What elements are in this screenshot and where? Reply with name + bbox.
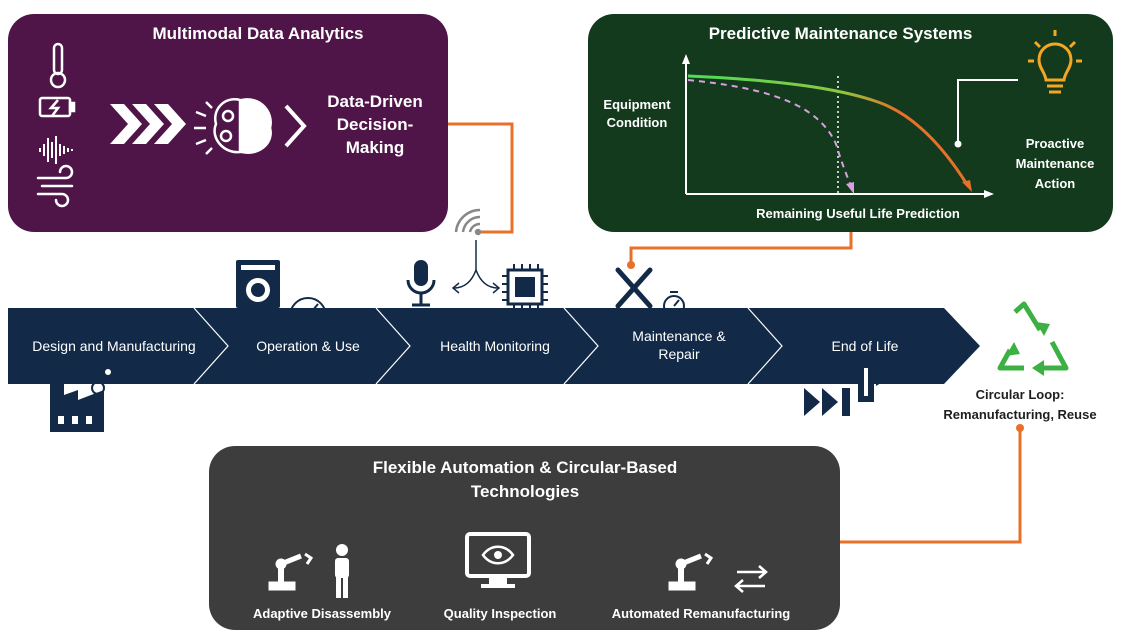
stage-divider-2 [375,307,411,385]
automation-panel [209,446,840,630]
stage-divider-1 [193,307,229,385]
stopwatch-icon [663,291,685,317]
degradation-curve [687,74,970,187]
item-quality-inspection: Quality Inspection [443,606,557,621]
robot-arm-icon-2 [668,552,714,591]
circular-line-1: Circular Loop: [975,387,1065,402]
gears-icon [91,365,115,395]
circular-line-2: Remanufacturing, Reuse [943,407,1097,422]
rul-chart [682,30,1082,198]
circular-loop-label: Circular Loop: Remanufacturing, Reuse [920,385,1120,425]
analytics-title: Multimodal Data Analytics [152,24,364,43]
triple-chevron-icon [110,104,186,144]
swap-arrows-icon [734,565,768,593]
stage-divider-4 [747,307,783,385]
action-line-2: Maintenance [1015,156,1095,171]
fast-forward-icon [804,388,850,416]
automation-title: Flexible Automation & Circular-Based Tec… [372,458,678,501]
decision-label: Data-Driven Decision- Making [300,90,450,159]
decision-line-3: Making [345,138,405,157]
analytics-panel [8,14,448,232]
decision-line-1: Data-Driven [327,92,423,111]
stage-maintenance-repair: Maintenance & Repair [604,327,754,363]
stage-health-monitoring: Health Monitoring [440,338,550,354]
chevron-right-icon [284,104,307,148]
automation-icons [268,532,768,598]
thermometer-icon [49,42,67,89]
brain-gears-icon [194,98,272,155]
decision-line-2: Decision- [336,115,414,134]
early-failure-curve [687,79,853,189]
gauge-icon [289,297,327,317]
stage-maintenance-repair-text: Maintenance & Repair [632,328,726,362]
connector-predictive [629,232,853,265]
monitor-eye-icon [465,532,531,588]
wind-icon [36,164,74,208]
battery-charging-icon [38,96,76,118]
stage-operation-use: Operation & Use [256,338,360,354]
lightbulb-icon [1028,30,1082,94]
item-automated-remanufacturing: Automated Remanufacturing [611,606,791,621]
microchip-icon [502,264,548,310]
stage-end-of-life: End of Life [831,338,899,354]
recycle-icon [997,301,1069,376]
ylabel-line-1: Equipment [603,97,671,112]
predictive-panel [588,14,1113,232]
stage-divider-3 [563,307,599,385]
wrench-screwdriver-icon [615,267,653,309]
proactive-action-label: Proactive Maintenance Action [1000,134,1110,194]
predictive-title: Predictive Maintenance Systems [708,24,973,43]
ylabel-line-2: Condition [606,115,668,130]
analytics-icons [36,42,307,208]
action-line-1: Proactive [1025,136,1085,151]
wifi-signal-icon [454,208,482,236]
equipment-condition-label: Equipment Condition [592,96,682,132]
robot-arm-icon [268,552,314,591]
connector-circular [840,428,1022,544]
microphone-icon [406,260,436,307]
person-icon [335,544,349,598]
x-axis-label: Remaining Useful Life Prediction [756,206,960,221]
factory-icon [50,378,104,432]
action-line-3: Action [1034,176,1076,191]
connector-analytics [448,122,514,234]
split-arrows-icon [451,240,501,294]
washing-machine-icon [236,260,280,308]
item-adaptive-disassembly: Adaptive Disassembly [252,606,391,621]
stage-design-manufacturing: Design and Manufacturing [32,338,196,354]
exit-door-icon [858,362,886,402]
audio-waveform-icon [39,136,73,164]
